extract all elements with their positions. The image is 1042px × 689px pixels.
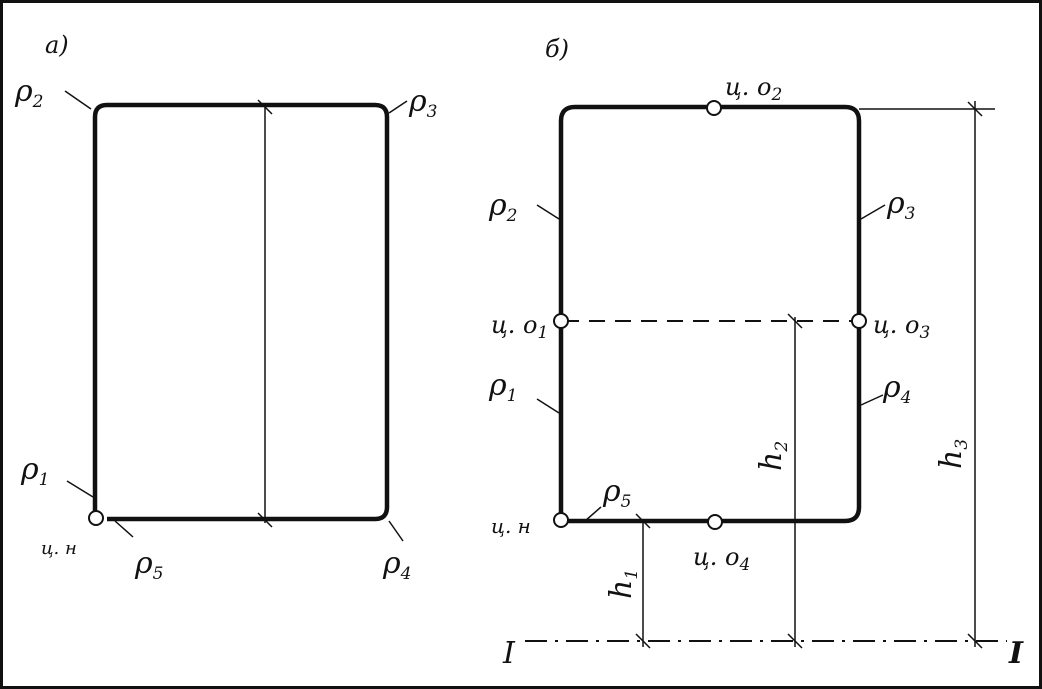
panel-b-axis-left-label: I xyxy=(502,636,516,671)
panel-b-h3-tick-bottom xyxy=(967,633,983,649)
panel-b-outline xyxy=(558,104,862,524)
panel-b-co3-label: ц. о3 xyxy=(873,311,930,343)
panel-b-h3-tick-top xyxy=(967,101,983,117)
panel-b-start-point-marker xyxy=(553,512,569,528)
panel-b-h2-label: h2 xyxy=(754,441,792,471)
panel-b-rho2-label: ρ2 xyxy=(488,188,517,226)
panel-b-leader-rho2 xyxy=(536,204,560,220)
panel-a-height-tick-top xyxy=(257,99,273,115)
panel-a-leader-rho5 xyxy=(114,520,134,538)
panel-a: а) ρ2 ρ3 ρ1 ρ5 ρ4 ц. н xyxy=(14,31,437,584)
panel-b: б) ц. о2 ρ2 ρ3 xyxy=(488,35,1024,671)
panel-b-rho1-label: ρ1 xyxy=(488,368,517,406)
panel-b-co4-marker xyxy=(707,514,723,530)
panel-a-start-point-marker xyxy=(88,510,104,526)
panel-b-rho4-label: ρ4 xyxy=(882,370,911,408)
panel-b-h3-label: h3 xyxy=(934,439,972,469)
panel-a-label: а) xyxy=(45,31,69,59)
panel-b-h1-tick-bottom xyxy=(635,633,651,649)
panel-a-rho1-label: ρ1 xyxy=(20,452,49,490)
panel-a-rho5-label: ρ5 xyxy=(134,546,163,584)
panel-a-rho4-label: ρ4 xyxy=(382,546,411,584)
panel-b-co2-marker xyxy=(706,100,722,116)
panel-b-leader-rho1 xyxy=(536,398,560,414)
panel-a-leader-rho2 xyxy=(64,90,92,110)
panel-a-rho2-label: ρ2 xyxy=(14,74,43,112)
panel-b-co3-marker xyxy=(851,313,867,329)
panel-a-rho3-label: ρ3 xyxy=(408,84,437,122)
panel-b-h2-tick-top xyxy=(787,313,803,329)
panel-b-leader-rho3 xyxy=(860,204,886,220)
panel-b-co4-label: ц. о4 xyxy=(693,543,750,575)
panel-b-h1-tick-top xyxy=(635,513,651,529)
panel-b-start-point-label: ц. н xyxy=(491,514,531,538)
panel-b-co1-marker xyxy=(553,313,569,329)
panel-a-leader-rho3 xyxy=(388,100,408,114)
panel-b-leader-rho4 xyxy=(860,394,884,406)
panel-a-leader-rho1 xyxy=(66,480,94,498)
diagram-svg: а) ρ2 ρ3 ρ1 ρ5 ρ4 ц. н б) xyxy=(14,31,1024,671)
panel-a-leader-rho4 xyxy=(388,520,404,542)
panel-b-leader-rho5 xyxy=(584,506,602,522)
panel-b-co2-label: ц. о2 xyxy=(725,73,782,105)
panel-b-h2-tick-bottom xyxy=(787,633,803,649)
panel-a-height-tick-bottom xyxy=(257,512,273,528)
panel-b-rho3-label: ρ3 xyxy=(886,186,915,224)
panel-a-start-point-label: ц. н xyxy=(41,538,77,559)
panel-b-co1-label: ц. о1 xyxy=(491,311,548,343)
panel-b-rho5-label: ρ5 xyxy=(602,474,631,512)
panel-a-outline xyxy=(92,102,390,522)
panel-b-label: б) xyxy=(545,35,569,63)
panel-b-h1-label: h1 xyxy=(604,569,642,599)
panel-b-axis-right-label: I xyxy=(1008,636,1024,671)
